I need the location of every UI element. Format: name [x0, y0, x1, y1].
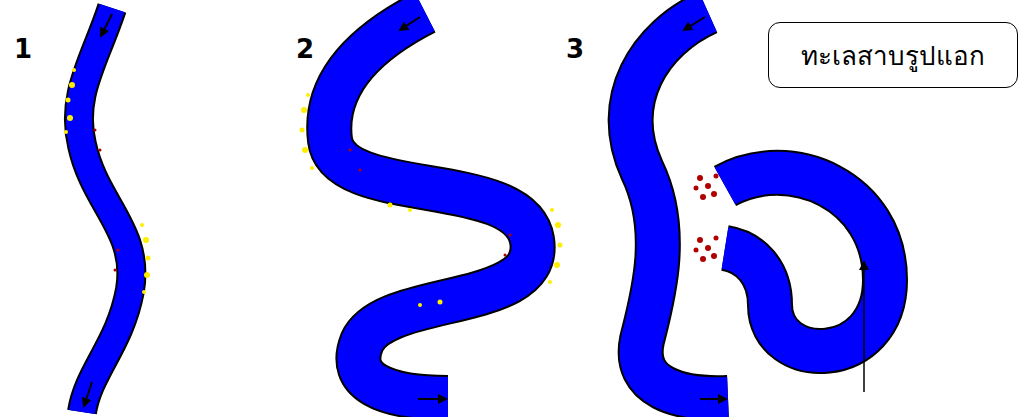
callout-label: ทะเลสาบรูปแอก	[801, 35, 985, 76]
callout-box: ทะเลสาบรูปแอก	[768, 22, 1018, 88]
stage-number: 3	[566, 36, 584, 62]
river-stage-2	[300, 12, 563, 399]
stage-number: 2	[296, 36, 314, 62]
river-stage-1	[64, 8, 151, 412]
stage-number: 1	[14, 36, 32, 62]
